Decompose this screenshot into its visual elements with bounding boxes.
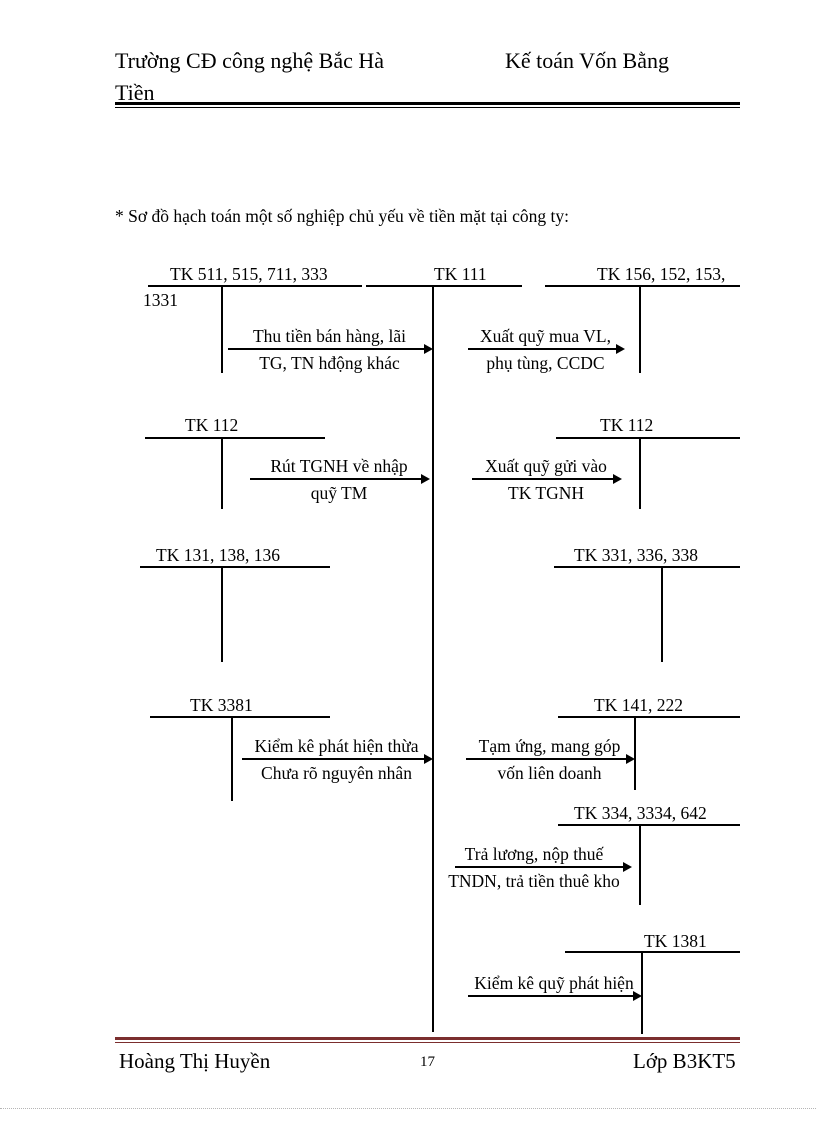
taccount-stem-tk156 — [639, 285, 641, 373]
flow-tra-luong: Trả lương, nộp thuế TNDN, trả tiền thuê … — [438, 843, 630, 893]
footer-rule — [115, 1037, 740, 1043]
taccount-stem-tk3381 — [231, 716, 233, 801]
taccount-stem-tk334 — [639, 824, 641, 905]
flow-thu-tien: Thu tiền bán hàng, lãi TG, TN hđộng khác — [228, 325, 431, 375]
flow-kiem-ke-thua-line1: Kiểm kê phát hiện thừa — [254, 736, 419, 756]
taccount-stem-tk131 — [221, 566, 223, 662]
flow-tam-ung-line2: vốn liên doanh — [497, 763, 602, 783]
flow-kiem-ke-quy-arrow — [468, 995, 640, 997]
flow-xuat-gui-arrow — [472, 478, 620, 480]
taccount-topline-tk331 — [554, 566, 740, 568]
footer-class: Lớp B3KT5 — [633, 1049, 736, 1073]
taccount-stem-tk112-right — [639, 437, 641, 509]
flow-xuat-mua-line2: phụ tùng, CCDC — [486, 353, 605, 373]
flow-rut-tgnh-line1: Rút TGNH về nhập — [270, 456, 408, 476]
section-title: * Sơ đồ hạch toán một số nghiệp chủ yếu … — [115, 206, 569, 226]
flow-thu-tien-line2: TG, TN hđộng khác — [259, 353, 400, 373]
flow-kiem-ke-thua: Kiểm kê phát hiện thừa Chưa rõ nguyên nh… — [242, 735, 431, 785]
flow-kiem-ke-quy: Kiểm kê quỹ phát hiện — [468, 972, 640, 997]
flow-kiem-ke-thua-arrow — [242, 758, 431, 760]
flow-xuat-mua: Xuất quỹ mua VL, phụ tùng, CCDC — [468, 325, 623, 375]
account-label-tk131: TK 131, 138, 136 — [156, 545, 280, 565]
flow-thu-tien-arrow — [228, 348, 431, 350]
footer-page-number: 17 — [420, 1054, 435, 1070]
flow-tra-luong-arrow — [455, 866, 630, 868]
taccount-topline-tk3381 — [150, 716, 330, 718]
flow-tam-ung-line1: Tạm ứng, mang góp — [478, 736, 621, 756]
taccount-topline-tk131 — [140, 566, 330, 568]
account-label-tk334: TK 334, 3334, 642 — [574, 803, 707, 823]
taccount-stem-tk1381 — [641, 951, 643, 1034]
flow-rut-tgnh: Rút TGNH về nhập quỹ TM — [250, 455, 428, 505]
header-subject-wrap: Tiền — [115, 80, 155, 105]
header-subject: Kế toán Vốn Bằng — [505, 48, 669, 73]
account-label-tk511: TK 511, 515, 711, 333 — [170, 264, 328, 284]
flow-kiem-ke-quy-line1: Kiểm kê quỹ phát hiện — [474, 973, 634, 993]
taccount-stem-tk112-left — [221, 437, 223, 509]
taccount-topline-tk156 — [545, 285, 740, 287]
taccount-topline-tk112-right — [556, 437, 740, 439]
footer-author: Hoàng Thị Huyền — [119, 1049, 271, 1073]
flow-xuat-mua-line1: Xuất quỹ mua VL, — [480, 326, 611, 346]
header-rule — [115, 102, 740, 108]
flow-rut-tgnh-line2: quỹ TM — [310, 483, 368, 503]
flow-tam-ung-arrow — [466, 758, 633, 760]
flow-xuat-mua-arrow — [468, 348, 623, 350]
flow-tam-ung: Tạm ứng, mang góp vốn liên doanh — [466, 735, 633, 785]
taccount-topline-tk1381 — [565, 951, 740, 953]
taccount-stem-tk331 — [661, 566, 663, 662]
taccount-topline-tk141 — [558, 716, 740, 718]
account-label-tk1381: TK 1381 — [644, 931, 707, 951]
taccount-topline-tk511 — [148, 285, 362, 287]
account-label-tk141: TK 141, 222 — [594, 695, 683, 715]
flow-kiem-ke-thua-line2: Chưa rõ nguyên nhân — [261, 763, 412, 783]
taccount-topline-tk111 — [366, 285, 522, 287]
flow-rut-tgnh-arrow — [250, 478, 428, 480]
flow-xuat-gui-line2: TK TGNH — [508, 483, 584, 503]
account-label-tk331: TK 331, 336, 338 — [574, 545, 698, 565]
taccount-topline-tk112-left — [145, 437, 325, 439]
header-school: Trường CĐ công nghệ Bắc Hà — [115, 48, 384, 73]
flow-thu-tien-line1: Thu tiền bán hàng, lãi — [252, 326, 407, 346]
account-label-tk111: TK 111 — [434, 264, 487, 284]
flow-xuat-gui-line1: Xuất quỹ gửi vào — [485, 456, 607, 476]
account-label-tk156: TK 156, 152, 153, — [597, 264, 726, 284]
account-label-tk511-wrap: 1331 — [143, 290, 178, 310]
taccount-stem-tk111 — [432, 285, 434, 1032]
flow-xuat-gui: Xuất quỹ gửi vào TK TGNH — [472, 455, 620, 505]
flow-tra-luong-line2: TNDN, trả tiền thuê kho — [448, 871, 620, 891]
page-bottom-divider — [0, 1108, 816, 1109]
account-label-tk3381: TK 3381 — [190, 695, 253, 715]
account-label-tk112-right: TK 112 — [600, 415, 654, 435]
taccount-stem-tk511 — [221, 285, 223, 373]
account-label-tk112-left: TK 112 — [185, 415, 239, 435]
taccount-stem-tk141 — [634, 716, 636, 790]
taccount-topline-tk334 — [558, 824, 740, 826]
flow-tra-luong-line1: Trả lương, nộp thuế — [464, 844, 604, 864]
